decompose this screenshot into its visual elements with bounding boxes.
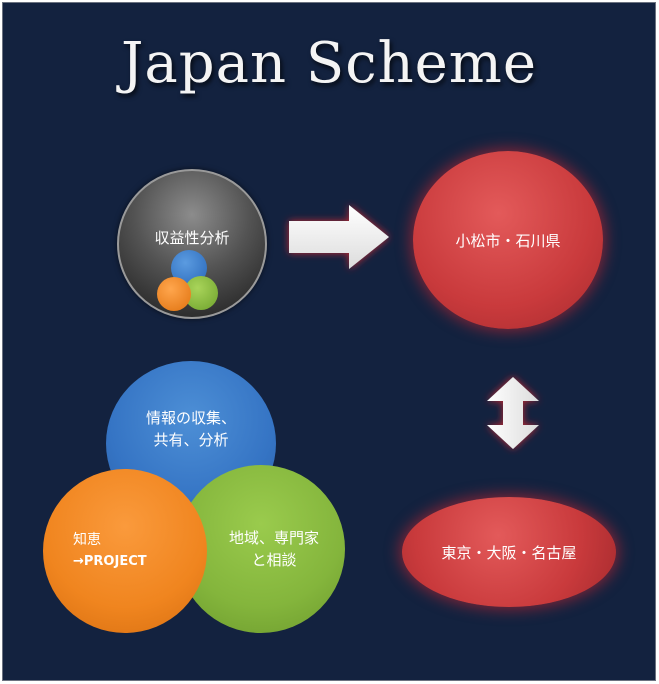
wisdom-circle: 知恵 →PROJECT xyxy=(43,469,207,633)
wisdom-label-line2: →PROJECT xyxy=(73,554,147,569)
up-down-arrow-icon xyxy=(487,377,539,449)
mini-orange-circle-icon xyxy=(157,277,191,311)
komatsu-label: 小松市・石川県 xyxy=(455,231,561,250)
page-title: Japan Scheme xyxy=(120,31,538,96)
right-arrow-icon xyxy=(289,205,389,269)
region-label-line1: 地域、専門家 xyxy=(228,529,319,547)
komatsu-circle: 小松市・石川県 xyxy=(413,151,603,329)
cities-ellipse: 東京・大阪・名古屋 xyxy=(402,497,616,607)
analysis-label: 収益性分析 xyxy=(154,229,230,247)
region-label-line2: と相談 xyxy=(251,551,297,569)
info-label-line2: 共有、分析 xyxy=(153,431,229,449)
analysis-circle: 収益性分析 xyxy=(117,169,267,319)
info-label-line1: 情報の収集、 xyxy=(145,409,236,427)
cities-label: 東京・大阪・名古屋 xyxy=(441,543,577,562)
wisdom-label-line1: 知恵 xyxy=(73,532,101,548)
